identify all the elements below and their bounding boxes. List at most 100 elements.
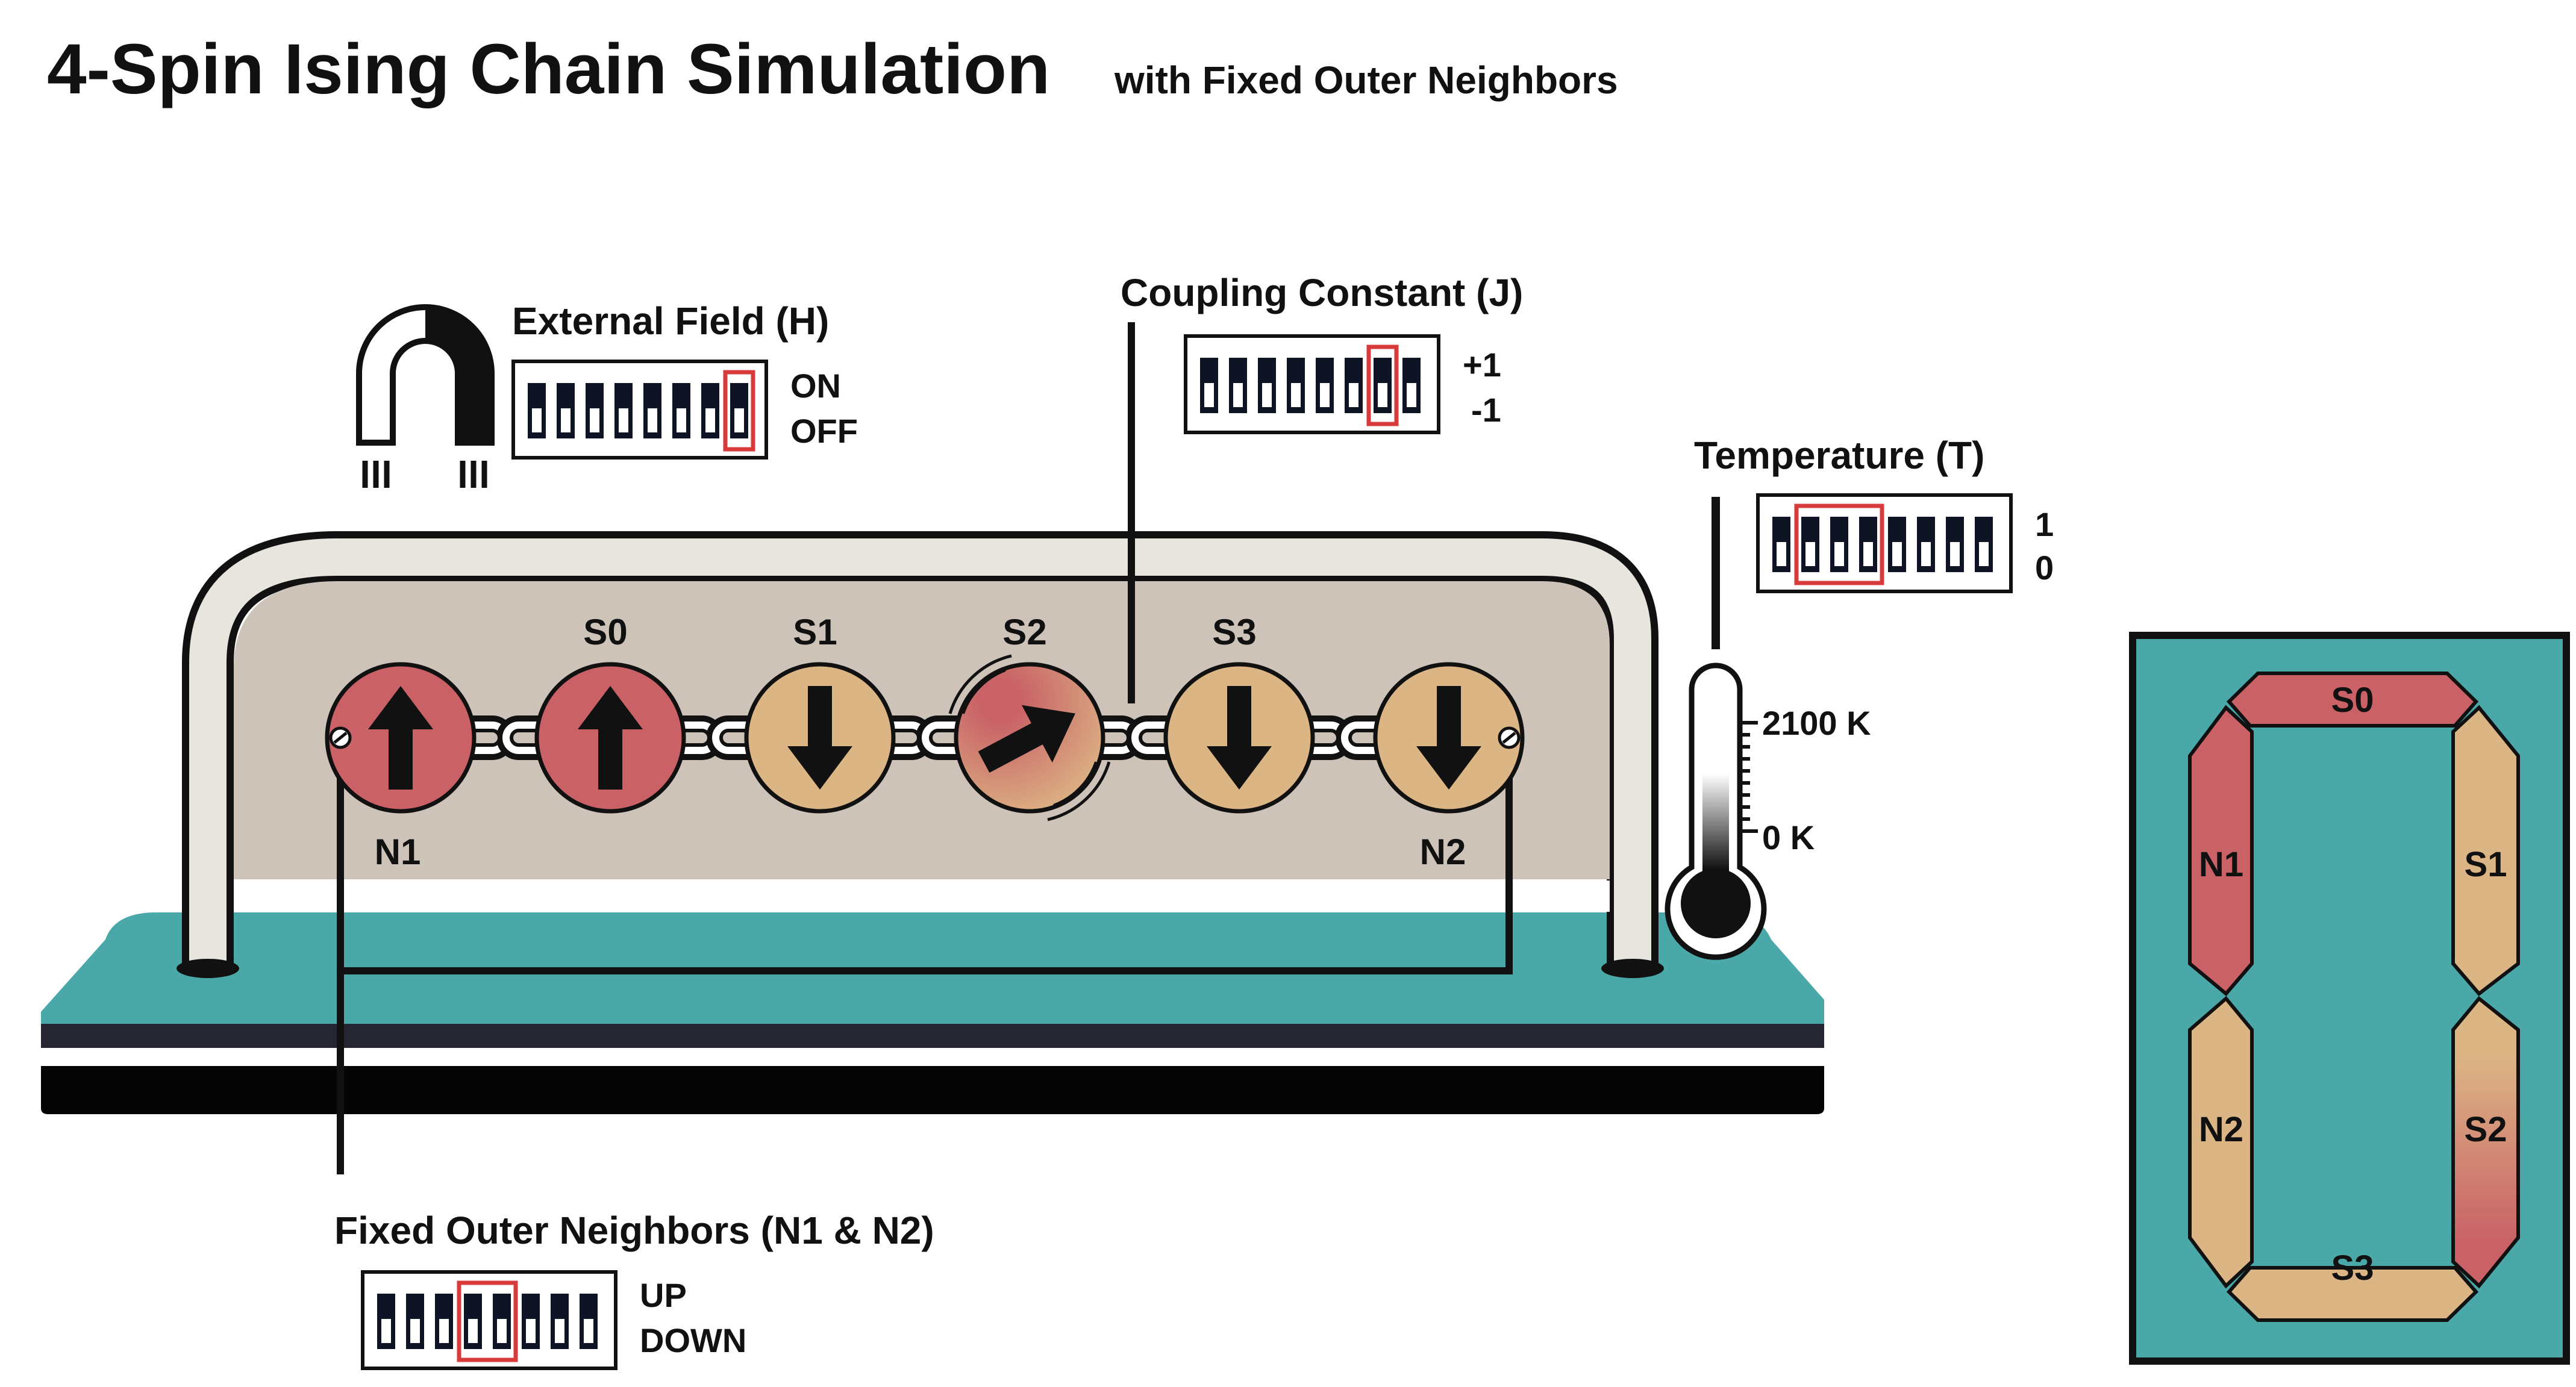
arrow-diagonal-icon [978,705,1075,773]
arrow-up-icon [578,686,643,790]
external-field-label: External Field (H) [512,299,829,343]
temperature-label: Temperature (T) [1694,434,1984,477]
neighbors-up-label: UP [640,1276,687,1314]
dip-toggle-knob [526,1319,536,1343]
motion-arc [948,654,1012,714]
spin-n2[interactable]: N2 [1373,662,1525,872]
arrow-down-icon [1207,686,1272,790]
dip-toggle-knob [1777,542,1786,566]
dip-toggle-knob [1921,542,1931,566]
screw-icon [1498,726,1521,749]
seven-segment-display: S0 N1 S1 N2 S2 S3 [2129,632,2570,1365]
neighbor-wire [337,738,1513,1174]
dip-toggle-knob [381,1319,391,1343]
segment-label-s3: S3 [2331,1248,2374,1288]
dip-toggle-knob [1349,383,1358,407]
dip-toggle-knob [1204,383,1214,407]
spin-label: N1 [375,832,421,872]
spin-label: S2 [1002,612,1046,652]
spin-label: S0 [583,612,627,652]
spin-n1[interactable]: N1 [325,662,477,872]
arrow-down-icon [1416,686,1481,790]
spin-label: S1 [793,612,837,652]
page-subtitle: with Fixed Outer Neighbors [1114,58,1618,102]
page-title: 4-Spin Ising Chain Simulation [47,30,1050,109]
thermometer-max-label: 2100 K [1762,704,1871,742]
spin-s3[interactable]: S3 [1163,612,1315,814]
dip-toggle-knob [1262,383,1272,407]
neighbors-label: Fixed Outer Neighbors (N1 & N2) [334,1209,934,1252]
dip-toggle-knob [1979,542,1989,566]
spin-label: S3 [1212,612,1256,652]
spin-s2[interactable]: S2 [948,612,1111,821]
dip-toggle-knob [1892,542,1902,566]
arrow-down-icon [787,686,852,790]
coupling-minus-label: -1 [1471,391,1501,429]
spin-s1[interactable]: S1 [744,612,896,814]
neighbors-control: Fixed Outer Neighbors (N1 & N2) UP DOWN [334,1209,934,1370]
dip-toggle-knob [1950,542,1960,566]
dip-toggle-knob [677,408,686,432]
dip-selection-highlight [457,1280,518,1362]
dip-toggle-knob [1233,383,1243,407]
temp-one-label: 1 [2035,505,2054,543]
dip-toggle-knob [584,1319,593,1343]
external-field-switch[interactable] [511,360,768,460]
neighbors-switch[interactable] [361,1270,617,1370]
segment-n2 [2188,996,2254,1289]
segment-label-s1: S1 [2465,845,2507,884]
base-board [41,912,1824,1114]
spin-label: N2 [1420,832,1466,872]
dip-toggle-knob [1407,383,1416,407]
motion-arc [962,669,1006,714]
dip-toggle-knob [1320,383,1330,407]
dip-toggle-knob [410,1319,420,1343]
segment-label-n2: N2 [2199,1110,2243,1149]
temperature-control: Temperature (T) 1 0 [1694,434,2054,593]
motion-arc [1053,761,1097,806]
segment-label-s0: S0 [2331,681,2374,720]
neighbors-down-label: DOWN [640,1321,746,1359]
coupling-plus-label: +1 [1463,346,1501,384]
dip-toggle-knob [1834,542,1844,566]
arrow-up-icon [368,686,433,790]
temperature-switch[interactable] [1756,493,2013,593]
dip-toggle-knob [555,1319,564,1343]
dip-toggle-knob [1863,542,1873,566]
segment-s3 [2226,1266,2479,1322]
thermometer-min-label: 0 K [1762,818,1815,856]
dip-toggle-knob [590,408,599,432]
dip-selection-highlight [723,370,755,452]
dip-toggle-knob [439,1319,449,1343]
dip-toggle-knob [1805,542,1815,566]
thermometer-icon: 2100 K 0 K [1665,497,1871,960]
dip-toggle-knob [561,408,571,432]
motion-arc [1047,761,1111,821]
dip-toggle-knob [648,408,657,432]
segment-s0 [2226,672,2479,728]
spin-s0[interactable]: S0 [534,612,686,814]
dip-toggle-knob [468,1319,478,1343]
magnet-icon [356,304,495,488]
segment-s1 [2451,705,2520,997]
temp-zero-label: 0 [2035,549,2054,587]
dip-toggle-knob [532,408,542,432]
segment-label-s2: S2 [2465,1110,2507,1149]
dip-toggle-knob [734,408,744,432]
dip-selection-highlight [1794,503,1884,585]
dip-toggle-knob [1378,383,1387,407]
dip-toggle-knob [619,408,628,432]
coupling-switch[interactable] [1184,334,1440,434]
dip-selection-highlight [1366,344,1399,426]
segment-s2 [2451,996,2520,1289]
coupling-label: Coupling Constant (J) [1121,271,1523,314]
dip-toggle-knob [705,408,715,432]
screw-icon [329,726,352,749]
external-field-control: External Field (H) ON OFF [511,299,858,460]
segment-n1 [2188,705,2254,997]
field-on-label: ON [790,367,841,405]
dip-toggle-knob [1291,383,1301,407]
segment-label-n1: N1 [2199,845,2243,884]
